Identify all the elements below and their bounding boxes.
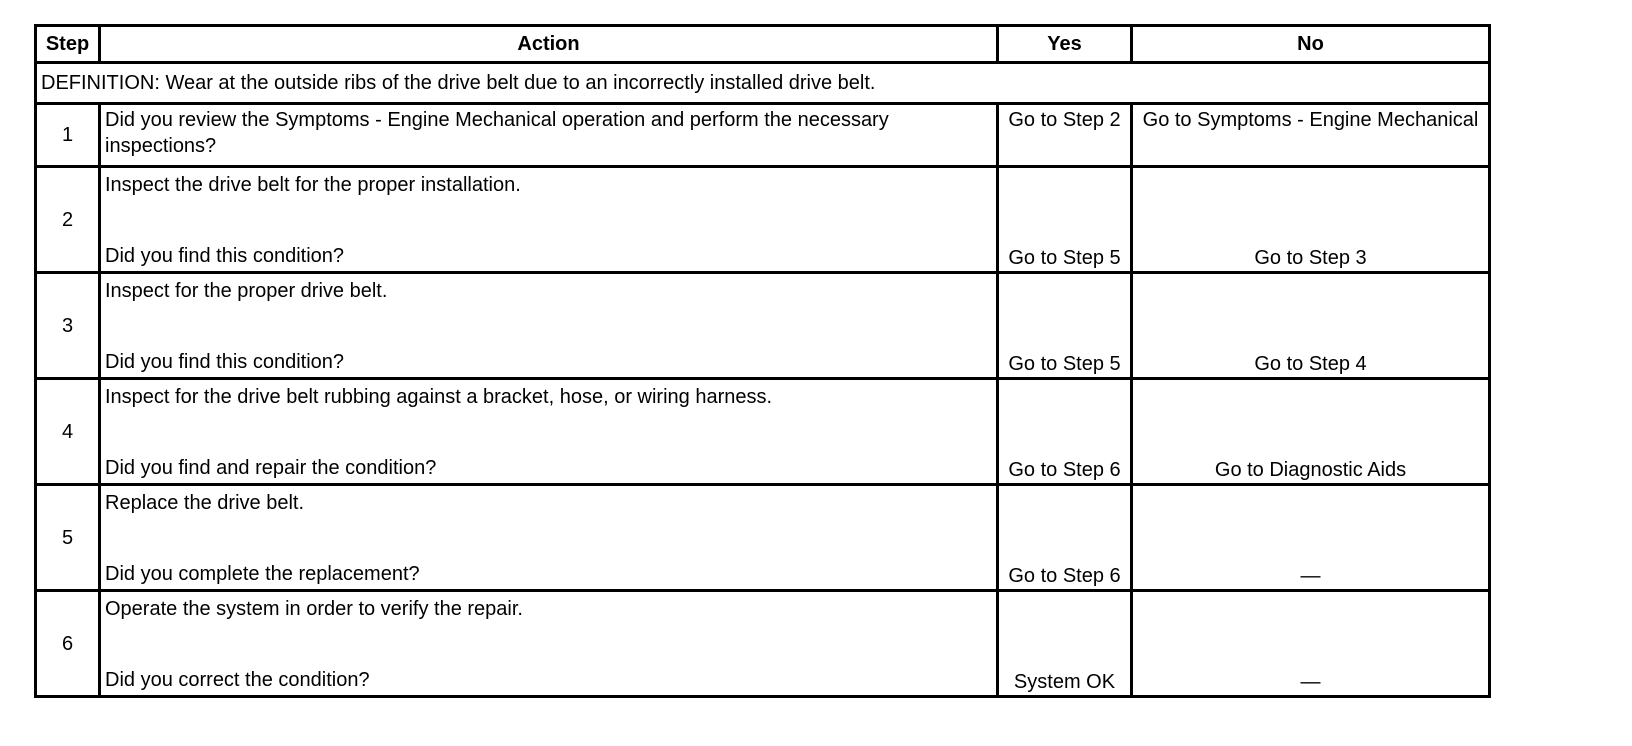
action-text: Inspect the drive belt for the proper in… [105,174,521,196]
step-number: 2 [34,165,101,274]
step-number: 6 [34,589,101,698]
no-result: Go to Step 4 [1130,271,1491,380]
action-question: Did you find and repair the condition? [105,457,437,479]
action-cell: Inspect for the drive belt rubbing again… [98,377,999,486]
yes-result: Go to Step 6 [996,483,1133,592]
header-row: Step Action Yes No [34,24,1491,64]
definition-row: DEFINITION: Wear at the outside ribs of … [34,61,1491,105]
action-text: Inspect for the drive belt rubbing again… [105,386,773,408]
table-row: 6 Operate the system in order to verify … [34,589,1491,698]
no-result: Go to Symptoms - Engine Mechanical [1130,102,1491,168]
action-text: Operate the system in order to verify th… [105,598,523,620]
action-cell: Replace the drive belt. Did you complete… [98,483,999,592]
yes-result: System OK [996,589,1133,698]
yes-result: Go to Step 5 [996,165,1133,274]
step-number: 5 [34,483,101,592]
action-question: Did you find this condition? [105,245,345,267]
action-question: Did you complete the replacement? [105,563,420,585]
action-cell: Inspect for the proper drive belt. Did y… [98,271,999,380]
yes-result: Go to Step 2 [996,102,1133,168]
no-result: — [1130,483,1491,592]
action-cell: Inspect the drive belt for the proper in… [98,165,999,274]
no-result: — [1130,589,1491,698]
table-row: 5 Replace the drive belt. Did you comple… [34,483,1491,592]
header-yes: Yes [996,24,1133,64]
action-question: Did you find this condition? [105,351,345,373]
header-step: Step [34,24,101,64]
header-action: Action [98,24,999,64]
yes-result: Go to Step 6 [996,377,1133,486]
no-result: Go to Step 3 [1130,165,1491,274]
table-row: 1 Did you review the Symptoms - Engine M… [34,102,1491,168]
action-text: Replace the drive belt. [105,492,305,514]
step-number: 3 [34,271,101,380]
diagnostic-table: Step Action Yes No DEFINITION: Wear at t… [34,24,1491,698]
header-no: No [1130,24,1491,64]
yes-result: Go to Step 5 [996,271,1133,380]
action-text: Did you review the Symptoms - Engine Mec… [98,102,999,168]
table-row: 2 Inspect the drive belt for the proper … [34,165,1491,274]
no-result: Go to Diagnostic Aids [1130,377,1491,486]
action-text: Inspect for the proper drive belt. [105,280,388,302]
action-cell: Operate the system in order to verify th… [98,589,999,698]
step-number: 1 [34,102,101,168]
definition-text: DEFINITION: Wear at the outside ribs of … [34,61,1491,105]
table-row: 3 Inspect for the proper drive belt. Did… [34,271,1491,380]
action-question: Did you correct the condition? [105,669,370,691]
table-row: 4 Inspect for the drive belt rubbing aga… [34,377,1491,486]
step-number: 4 [34,377,101,486]
